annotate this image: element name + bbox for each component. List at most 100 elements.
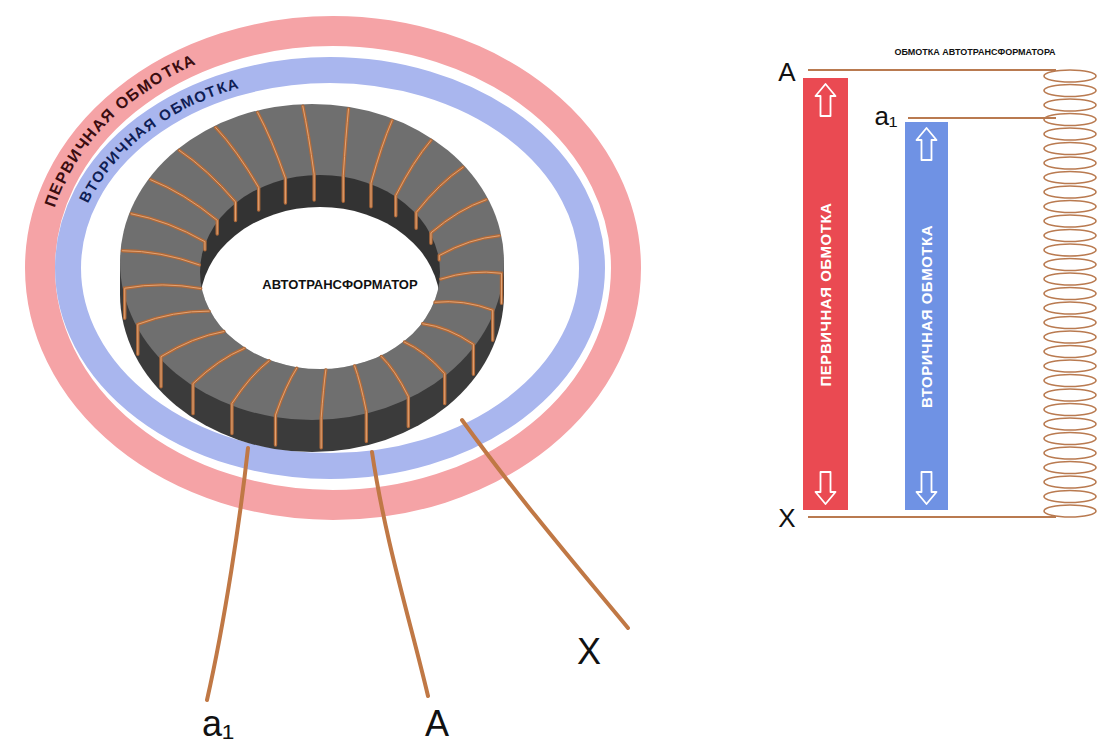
- coil-turn: [1044, 447, 1096, 459]
- ring-band: [40, 31, 626, 505]
- primary-winding-band: ПЕРВИЧНАЯ ОБМОТКА: [25, 16, 641, 520]
- coil-symbol: [1044, 70, 1096, 517]
- coil-turn: [1044, 143, 1096, 155]
- winding-highlight: [423, 324, 474, 375]
- band-label: ВТОРИЧНАЯ ОБМОТКА: [55, 57, 605, 479]
- bar-label: ПЕРВИЧНАЯ ОБМОТКА: [818, 202, 833, 386]
- terminal-label: X: [577, 634, 601, 670]
- coil-turn: [1044, 288, 1096, 300]
- secondary-winding-bar: ВТОРИЧНАЯ ОБМОТКА: [905, 122, 948, 510]
- winding-highlight: [321, 370, 326, 448]
- lead-X: [462, 420, 628, 628]
- winding-turn: [371, 121, 392, 207]
- coil-turn: [1044, 244, 1096, 256]
- coil-turn: [1044, 462, 1096, 474]
- winding-highlight: [355, 366, 367, 442]
- winding-turn: [138, 311, 209, 354]
- core-hole: [200, 207, 440, 401]
- coil-turn: [1044, 259, 1096, 271]
- coil-turn: [1044, 491, 1096, 503]
- ring-band: [68, 70, 592, 466]
- winding-highlight: [151, 180, 218, 234]
- winding-highlight: [122, 251, 199, 265]
- coil-turn: [1044, 128, 1096, 140]
- coil-turn: [1044, 157, 1096, 169]
- direction-arrow: [816, 472, 836, 504]
- toroid-windings: [122, 106, 501, 448]
- winding-turn: [275, 368, 296, 445]
- direction-arrow: [917, 128, 937, 160]
- node-outline: [25, 16, 641, 520]
- winding-turn: [122, 251, 199, 265]
- wire-a1: [908, 117, 1056, 119]
- coil-turn: [1044, 99, 1096, 111]
- winding-turn: [193, 348, 244, 413]
- winding-turn: [303, 106, 314, 200]
- winding-highlight: [381, 356, 408, 426]
- coil-turn: [1044, 215, 1096, 227]
- winding-turn: [441, 272, 502, 303]
- winding-highlight: [258, 113, 286, 203]
- band-label: ПЕРВИЧНАЯ ОБМОТКА: [25, 16, 641, 520]
- winding-turn: [431, 200, 486, 244]
- winding-turn: [258, 113, 286, 203]
- coil-turn: [1044, 346, 1096, 358]
- winding-highlight: [138, 311, 209, 354]
- winding-turn: [381, 356, 408, 426]
- toroid-core: [120, 104, 504, 452]
- primary-winding-bar: ПЕРВИЧНАЯ ОБМОТКА: [803, 78, 848, 510]
- coil-turn: [1044, 114, 1096, 126]
- winding-highlight: [435, 302, 493, 341]
- winding-highlight: [161, 332, 224, 387]
- coil-turn: [1044, 230, 1096, 242]
- coil-turn: [1044, 70, 1096, 82]
- bar-fill: [905, 122, 948, 510]
- coil-turn: [1044, 389, 1096, 401]
- winding-highlight: [232, 361, 269, 434]
- winding-highlight: [396, 140, 431, 215]
- coil-turn: [1044, 375, 1096, 387]
- terminal-label: A: [425, 706, 449, 742]
- winding-highlight: [303, 106, 314, 200]
- winding-turn: [232, 361, 269, 434]
- winding-turn: [405, 342, 445, 404]
- winding-turn: [321, 370, 326, 448]
- winding-turn: [343, 109, 348, 201]
- winding-turn: [161, 332, 224, 387]
- winding-turn: [416, 167, 463, 228]
- bar-fill: [803, 78, 848, 510]
- terminal-label: a₁: [202, 706, 234, 742]
- node-outline: [55, 57, 605, 479]
- coil-turn: [1044, 360, 1096, 372]
- winding-highlight: [431, 200, 486, 244]
- winding-turn: [355, 366, 367, 442]
- coil-turn: [1044, 302, 1096, 314]
- coil-turn: [1044, 186, 1096, 198]
- coil-turn: [1044, 85, 1096, 97]
- terminal-label: X: [778, 505, 795, 531]
- wire-A: [808, 69, 1056, 71]
- winding-turn: [151, 180, 218, 234]
- winding-turn: [396, 140, 431, 215]
- winding-highlight: [343, 109, 348, 201]
- winding-highlight: [441, 272, 502, 303]
- device-title: АВТОТРАНСФОРМАТОР: [262, 278, 417, 291]
- coil-turn: [1044, 404, 1096, 416]
- coil-turn: [1044, 476, 1096, 488]
- winding-turn: [125, 285, 201, 318]
- winding-caption: ОБМОТКА АВТОТРАНСФОРМАТОРА: [894, 48, 1055, 57]
- winding-turn: [423, 324, 474, 375]
- coil-turn: [1044, 505, 1096, 517]
- core-top-face: [120, 104, 504, 420]
- winding-highlight: [405, 342, 445, 404]
- direction-arrow: [917, 472, 937, 504]
- terminal-label: A: [778, 59, 795, 85]
- terminal-label: a₁: [874, 103, 897, 129]
- wire-X: [808, 516, 1056, 518]
- winding-highlight: [371, 121, 392, 207]
- winding-highlight: [439, 236, 499, 260]
- winding-turn: [435, 302, 493, 341]
- coil-turn: [1044, 317, 1096, 329]
- winding-highlight: [416, 167, 463, 228]
- winding-highlight: [193, 348, 244, 413]
